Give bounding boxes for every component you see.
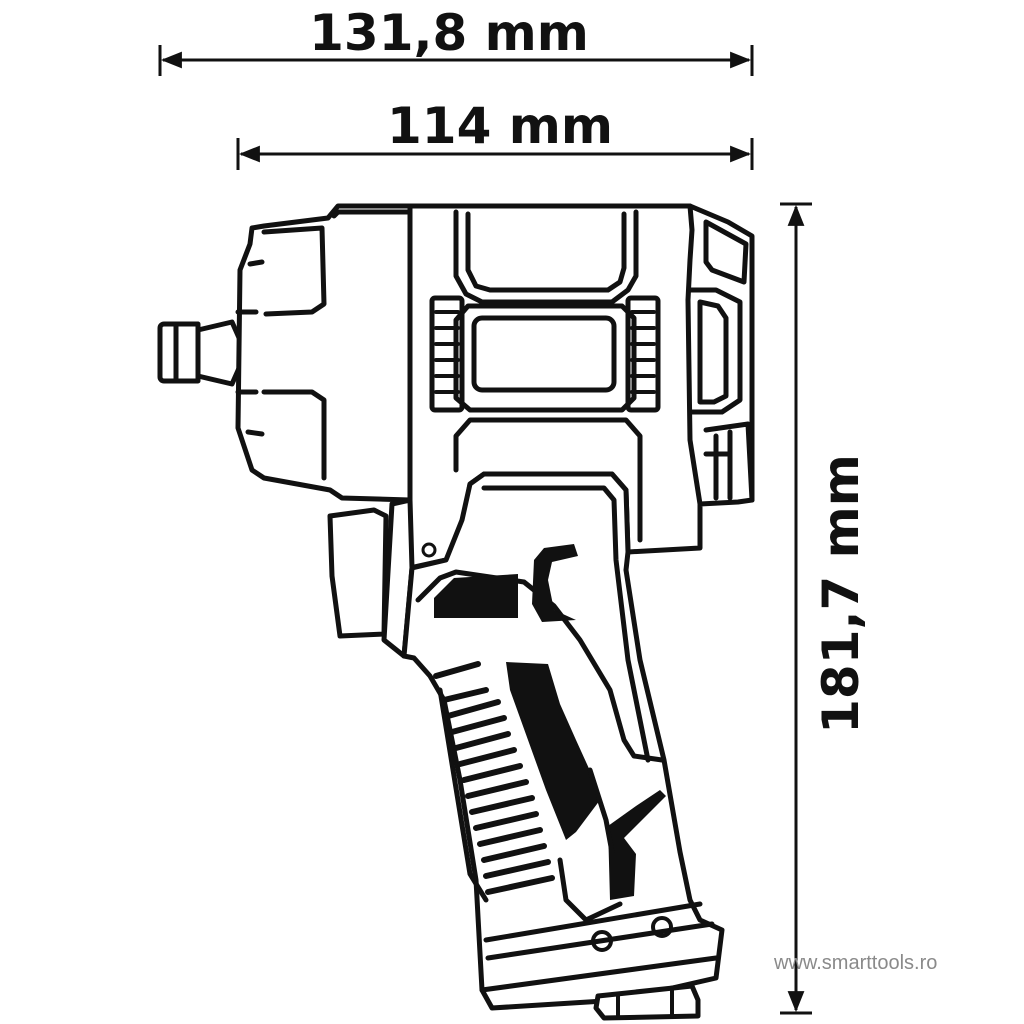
dimension-head-length (236, 138, 754, 170)
dimension-label-overall-length: 131,8 mm (309, 4, 589, 62)
dimension-overall-length (158, 45, 754, 76)
dimension-label-height: 181,7 mm (812, 454, 870, 734)
dimension-height (780, 202, 812, 1015)
impact-wrench-drawing (157, 203, 755, 1021)
motor-housing (407, 203, 755, 571)
dimension-label-head-length: 114 mm (387, 97, 613, 155)
handle (401, 471, 725, 1021)
watermark-url: www.smarttools.ro (774, 952, 938, 974)
hammer-case-front (235, 203, 413, 503)
trigger (327, 497, 437, 659)
square-drive-anvil (157, 319, 243, 387)
